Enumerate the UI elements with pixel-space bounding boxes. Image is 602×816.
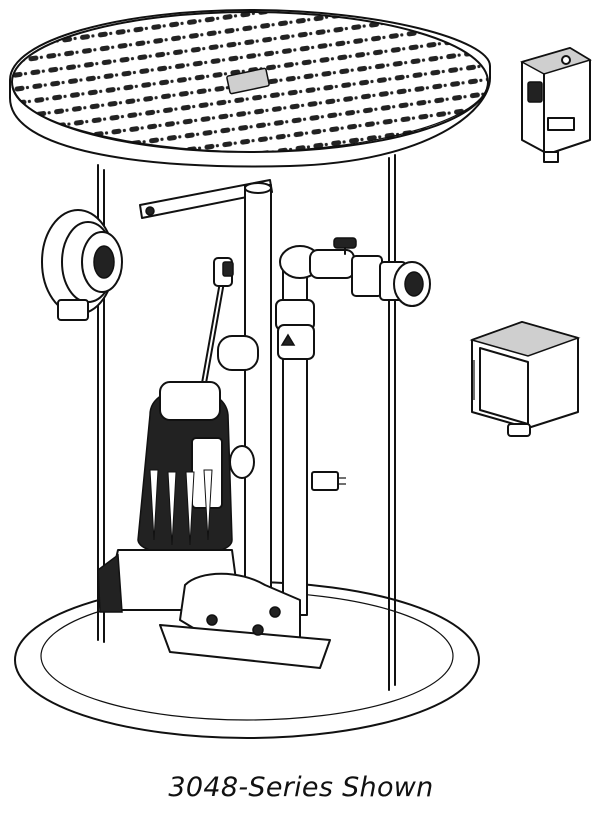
power-plug — [311, 471, 346, 491]
union-fitting — [351, 255, 431, 307]
alarm-unit — [520, 47, 592, 163]
ball-valve — [309, 237, 357, 279]
figure-caption: 3048-Series Shown — [168, 772, 434, 803]
vent-pipe — [244, 182, 272, 596]
guide-rail-base — [159, 572, 331, 669]
inlet-hub — [41, 209, 123, 321]
control-box — [469, 321, 581, 437]
check-valve — [217, 335, 259, 479]
sump-basin-system-diagram — [9, 9, 592, 739]
grated-basin-cover — [9, 9, 491, 168]
discharge-pipe — [275, 245, 321, 616]
